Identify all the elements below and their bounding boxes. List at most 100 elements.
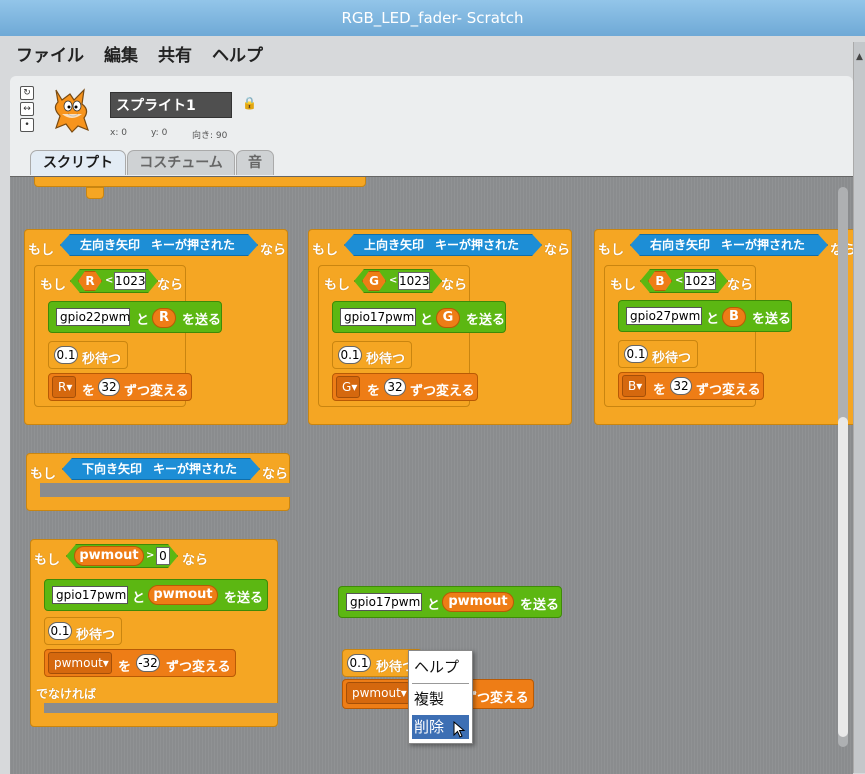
number-input[interactable]: 1023 bbox=[398, 272, 430, 290]
change-amount-input[interactable]: 32 bbox=[670, 377, 692, 395]
change-label: ずつ変える bbox=[124, 384, 189, 399]
wait-seconds-input[interactable]: 0.1 bbox=[347, 654, 371, 672]
if-label: もし bbox=[40, 278, 67, 293]
then-label: なら bbox=[441, 278, 468, 293]
greater-than-symbol: > bbox=[146, 550, 155, 561]
string-input[interactable]: gpio22pwm bbox=[56, 308, 130, 326]
send-label: を送る bbox=[224, 591, 264, 606]
wait-seconds-input[interactable]: 0.1 bbox=[54, 346, 78, 364]
sprite-cat-thumbnail-icon[interactable] bbox=[48, 84, 94, 134]
to-label: と bbox=[420, 313, 434, 328]
key-right[interactable]: 右向き矢印 bbox=[650, 238, 711, 252]
then-label: なら bbox=[262, 467, 289, 482]
key-left[interactable]: 左向き矢印 bbox=[80, 238, 141, 252]
if-label: もし bbox=[312, 243, 339, 258]
if-label: もし bbox=[598, 243, 625, 258]
context-menu: ヘルプ 複製 削除 bbox=[408, 650, 473, 744]
if-label: もし bbox=[324, 278, 351, 293]
no-rotate-icon[interactable]: • bbox=[20, 118, 34, 132]
scrollbar-thumb[interactable] bbox=[838, 417, 848, 737]
change-label: ずつ変える bbox=[410, 384, 475, 399]
wait-label: 秒待つ bbox=[652, 351, 692, 366]
sprite-y: y: 0 bbox=[151, 128, 168, 138]
wait-seconds-input[interactable]: 0.1 bbox=[48, 622, 72, 640]
string-input[interactable]: gpio17pwm bbox=[340, 308, 416, 326]
menu-file[interactable]: ファイル bbox=[16, 45, 84, 66]
var-r[interactable]: R bbox=[152, 308, 176, 328]
key-pressed-sensing[interactable]: 上向き矢印キーが押された bbox=[344, 234, 542, 256]
tab-scripts[interactable]: スクリプト bbox=[30, 150, 126, 175]
wo-label: を bbox=[82, 384, 96, 399]
lock-icon[interactable]: 🔒 bbox=[242, 96, 257, 110]
menu-share[interactable]: 共有 bbox=[158, 45, 192, 66]
key-down[interactable]: 下向き矢印 bbox=[82, 462, 143, 476]
var-b[interactable]: B bbox=[722, 307, 746, 327]
rotate-all-icon[interactable]: ↻ bbox=[20, 86, 34, 100]
wait-label: 秒待つ bbox=[76, 628, 116, 643]
menu-edit[interactable]: 編集 bbox=[104, 45, 138, 66]
var-pwmout[interactable]: pwmout bbox=[442, 592, 514, 612]
tab-costumes[interactable]: コスチューム bbox=[127, 150, 235, 175]
var-dropdown[interactable]: R▾ bbox=[52, 376, 76, 398]
wo-label: を bbox=[118, 660, 132, 675]
if-label: もし bbox=[30, 467, 57, 482]
key-pressed-label: キーが押された bbox=[721, 238, 806, 252]
scripts-scrollbar[interactable] bbox=[838, 187, 848, 747]
scroll-up-arrow-icon[interactable]: ▲ bbox=[856, 52, 863, 62]
context-help[interactable]: ヘルプ bbox=[414, 658, 460, 676]
send-label: を送る bbox=[466, 313, 506, 328]
var-pwmout[interactable]: pwmout bbox=[74, 546, 144, 566]
key-up[interactable]: 上向き矢印 bbox=[364, 238, 425, 252]
change-amount-input[interactable]: 32 bbox=[384, 378, 406, 396]
key-pressed-label: キーが押された bbox=[435, 238, 520, 252]
right-scroll-strip[interactable]: ▲ bbox=[853, 42, 865, 773]
var-g[interactable]: G bbox=[362, 271, 386, 291]
key-pressed-sensing[interactable]: 左向き矢印キーが押された bbox=[60, 234, 258, 256]
key-pressed-sensing[interactable]: 右向き矢印キーが押された bbox=[630, 234, 828, 256]
var-b[interactable]: B bbox=[648, 271, 672, 291]
wait-seconds-input[interactable]: 0.1 bbox=[624, 345, 648, 363]
send-label: を送る bbox=[520, 598, 560, 613]
var-g[interactable]: G bbox=[436, 308, 460, 328]
then-label: なら bbox=[260, 243, 287, 258]
var-r[interactable]: R bbox=[78, 271, 102, 291]
number-input[interactable]: 1023 bbox=[684, 272, 716, 290]
then-label: なら bbox=[727, 278, 754, 293]
var-dropdown[interactable]: G▾ bbox=[336, 376, 360, 398]
string-input[interactable]: gpio17pwm bbox=[346, 593, 422, 611]
var-dropdown[interactable]: B▾ bbox=[622, 375, 646, 397]
sprite-name-field[interactable]: スプライト1 bbox=[110, 92, 232, 118]
rotate-leftright-icon[interactable]: ↔ bbox=[20, 102, 34, 116]
window-titlebar: RGB_LED_fader- Scratch bbox=[0, 0, 865, 37]
string-input[interactable]: gpio27pwm bbox=[626, 307, 702, 325]
key-pressed-label: キーが押された bbox=[151, 238, 236, 252]
string-input[interactable]: gpio17pwm bbox=[52, 586, 128, 604]
change-amount-input[interactable]: 32 bbox=[98, 378, 120, 396]
then-label: なら bbox=[157, 278, 184, 293]
menu-help[interactable]: ヘルプ bbox=[212, 45, 263, 66]
var-pwmout[interactable]: pwmout bbox=[148, 585, 218, 605]
number-input[interactable]: 0 bbox=[156, 547, 170, 565]
var-dropdown[interactable]: pwmout▾ bbox=[48, 652, 112, 674]
context-duplicate[interactable]: 複製 bbox=[414, 690, 445, 708]
tab-sounds[interactable]: 音 bbox=[236, 150, 274, 175]
key-pressed-sensing[interactable]: 下向き矢印キーが押された bbox=[62, 458, 260, 480]
less-than-symbol: < bbox=[105, 275, 114, 286]
partial-control-block[interactable] bbox=[34, 177, 366, 187]
send-label: を送る bbox=[182, 313, 222, 328]
sprite-x: x: 0 bbox=[110, 128, 127, 138]
less-than-symbol: < bbox=[675, 275, 684, 286]
var-dropdown[interactable]: pwmout▾ bbox=[346, 682, 410, 704]
if-label: もし bbox=[34, 553, 61, 568]
send-pwm-block[interactable] bbox=[618, 300, 792, 332]
change-amount-input[interactable]: -32 bbox=[136, 654, 160, 672]
number-input[interactable]: 1023 bbox=[114, 272, 146, 290]
change-label: ずつ変える bbox=[696, 383, 761, 398]
empty-slot bbox=[40, 483, 290, 497]
sprite-direction: 向き: 90 bbox=[192, 131, 228, 141]
partial-block-tab[interactable] bbox=[86, 187, 104, 199]
wo-label: を bbox=[367, 384, 381, 399]
change-label: ずつ変える bbox=[166, 660, 231, 675]
to-label: と bbox=[427, 598, 441, 613]
wait-seconds-input[interactable]: 0.1 bbox=[338, 346, 362, 364]
